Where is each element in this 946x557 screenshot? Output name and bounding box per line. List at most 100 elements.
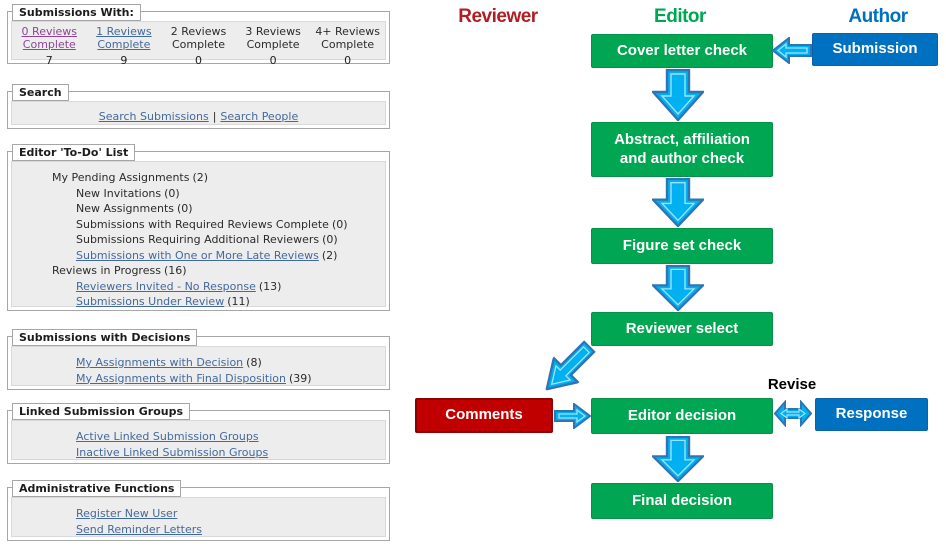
figure-to-reviewer-select-down-arrow-icon xyxy=(652,265,704,311)
reviews-complete-label: 3 Reviews Complete xyxy=(245,25,301,51)
todo-item-count: (11) xyxy=(227,295,250,308)
reviews-complete-label: 2 Reviews Complete xyxy=(170,25,227,51)
todo-item: Submissions Requiring Additional Reviewe… xyxy=(12,232,385,248)
abstract-to-figure-down-arrow-icon xyxy=(652,178,704,227)
todo-item-label: New Assignments xyxy=(76,202,174,215)
panel-legend: Administrative Functions xyxy=(12,480,182,497)
node-cover-letter-check: Cover letter check xyxy=(591,34,773,68)
panel-legend: Search xyxy=(12,84,69,101)
item-count: (8) xyxy=(246,356,262,369)
search-links-row: Search Submissions|Search People xyxy=(12,102,385,123)
reviews-complete-link[interactable]: 1 Reviews Complete xyxy=(96,25,152,51)
editor-decision-to-final-down-arrow-icon xyxy=(652,436,704,482)
submissions-under-review-link[interactable]: Submissions Under Review xyxy=(76,295,225,308)
cover-to-abstract-down-arrow-icon xyxy=(652,69,704,121)
list-item: Register New User xyxy=(12,498,385,522)
send-reminder-letters-link[interactable]: Send Reminder Letters xyxy=(76,522,202,536)
panel-submissions-with: Submissions With: 0 Reviews Complete 7 1… xyxy=(7,4,390,67)
edge-label-revise: Revise xyxy=(767,376,817,393)
divider: | xyxy=(212,110,217,123)
panel-editor-todo-list: Editor 'To-Do' List My Pending Assignmen… xyxy=(7,144,390,311)
node-comments: Comments xyxy=(415,398,553,433)
panel-body: My Pending Assignments(2) New Invitation… xyxy=(11,161,386,308)
panel-body: 0 Reviews Complete 7 1 Reviews Complete … xyxy=(11,21,386,67)
item-count: (39) xyxy=(289,371,312,385)
panel-legend: Linked Submission Groups xyxy=(12,403,191,420)
list-item: My Assignments with Final Disposition(39… xyxy=(12,371,385,387)
panel-body: My Assignments with Decision(8) My Assig… xyxy=(11,346,386,386)
assignments-with-decision-link[interactable]: My Assignments with Decision xyxy=(76,356,244,369)
todo-item-label: My Pending Assignments xyxy=(52,171,190,184)
panel-linked-submission-groups: Linked Submission Groups Active Linked S… xyxy=(7,403,390,464)
node-editor-decision: Editor decision xyxy=(591,398,773,434)
todo-item: Submissions with Required Reviews Comple… xyxy=(12,217,385,233)
reviews-complete-count: 0 xyxy=(269,54,277,67)
inactive-linked-groups-link[interactable]: Inactive Linked Submission Groups xyxy=(76,445,269,459)
lane-label-author: Author xyxy=(848,6,908,27)
assignments-final-disposition-link[interactable]: My Assignments with Final Disposition xyxy=(76,371,286,385)
reviews-complete-count: 9 xyxy=(120,54,128,67)
node-reviewer-select: Reviewer select xyxy=(591,312,773,346)
reviews-complete-columns: 0 Reviews Complete 7 1 Reviews Complete … xyxy=(12,22,385,66)
lane-label-reviewer: Reviewer xyxy=(458,6,538,27)
column-0-reviews: 0 Reviews Complete 7 xyxy=(12,25,87,66)
register-new-user-link[interactable]: Register New User xyxy=(76,507,178,520)
panel-body: Search Submissions|Search People xyxy=(11,101,386,125)
todo-item-count: (2) xyxy=(321,248,338,262)
search-people-link[interactable]: Search People xyxy=(220,110,299,123)
todo-item: New Assignments(0) xyxy=(12,201,385,217)
todo-item: My Pending Assignments(2) xyxy=(12,162,385,186)
todo-item-count: (0) xyxy=(177,202,193,215)
panel-search: Search Search Submissions|Search People xyxy=(7,84,390,129)
reviews-complete-link[interactable]: 0 Reviews Complete xyxy=(21,25,78,51)
todo-item-label: Submissions Requiring Additional Reviewe… xyxy=(76,233,320,246)
search-submissions-link[interactable]: Search Submissions xyxy=(98,110,209,123)
panel-legend: Submissions With: xyxy=(12,4,141,21)
lane-label-editor: Editor xyxy=(654,6,706,27)
column-4plus-reviews: 4+ Reviews Complete 0 xyxy=(310,25,385,66)
list-item: My Assignments with Decision(8) xyxy=(12,347,385,371)
panel-body: Register New User Send Reminder Letters xyxy=(11,497,386,537)
comments-to-editor-decision-right-arrow-icon xyxy=(554,403,591,429)
late-reviews-link[interactable]: Submissions with One or More Late Review… xyxy=(76,248,319,262)
todo-item-label: Submissions with Required Reviews Comple… xyxy=(76,217,329,231)
node-abstract-check: Abstract, affiliation and author check xyxy=(591,122,773,177)
node-final-decision: Final decision xyxy=(591,483,773,519)
submission-to-cover-left-arrow-icon xyxy=(772,37,812,64)
todo-item-label: New Invitations xyxy=(76,186,162,200)
column-3-reviews: 3 Reviews Complete 0 xyxy=(236,25,311,66)
column-2-reviews: 2 Reviews Complete 0 xyxy=(161,25,236,66)
active-linked-groups-link[interactable]: Active Linked Submission Groups xyxy=(76,430,259,443)
panel-legend: Submissions with Decisions xyxy=(12,329,198,346)
node-response: Response xyxy=(815,398,928,431)
todo-item: New Invitations(0) xyxy=(12,186,385,202)
todo-item-count: (2) xyxy=(192,171,209,184)
todo-item: Reviewers Invited - No Response(13) xyxy=(12,279,385,295)
todo-item-count: (0) xyxy=(331,217,348,231)
reviews-complete-label: 4+ Reviews Complete xyxy=(315,25,381,51)
todo-item-count: (0) xyxy=(164,186,180,200)
todo-item-count: (13) xyxy=(258,279,282,293)
reviewer-select-to-comments-diagonal-arrow-icon xyxy=(533,333,602,402)
reviews-complete-count: 0 xyxy=(194,54,202,67)
todo-item-count: (0) xyxy=(322,233,338,246)
column-1-reviews: 1 Reviews Complete 9 xyxy=(87,25,162,66)
list-item: Inactive Linked Submission Groups xyxy=(12,445,385,461)
list-item: Active Linked Submission Groups xyxy=(12,421,385,445)
node-submission: Submission xyxy=(812,33,938,66)
todo-item: Reviews in Progress(16) xyxy=(12,263,385,279)
editor-decision-response-double-arrow-icon xyxy=(774,400,812,427)
panel-administrative-functions: Administrative Functions Register New Us… xyxy=(7,480,390,541)
panel-legend: Editor 'To-Do' List xyxy=(12,144,136,161)
list-item: Send Reminder Letters xyxy=(12,522,385,538)
panel-submissions-with-decisions: Submissions with Decisions My Assignment… xyxy=(7,329,390,390)
todo-item: Submissions with One or More Late Review… xyxy=(12,248,385,264)
panel-body: Active Linked Submission Groups Inactive… xyxy=(11,420,386,460)
reviews-complete-count: 0 xyxy=(344,54,352,67)
reviewers-invited-link[interactable]: Reviewers Invited - No Response xyxy=(76,279,256,293)
node-figure-set-check: Figure set check xyxy=(591,228,773,264)
todo-item-count: (16) xyxy=(163,264,187,277)
todo-item-label: Reviews in Progress xyxy=(52,264,161,277)
reviews-complete-count: 7 xyxy=(45,54,53,67)
